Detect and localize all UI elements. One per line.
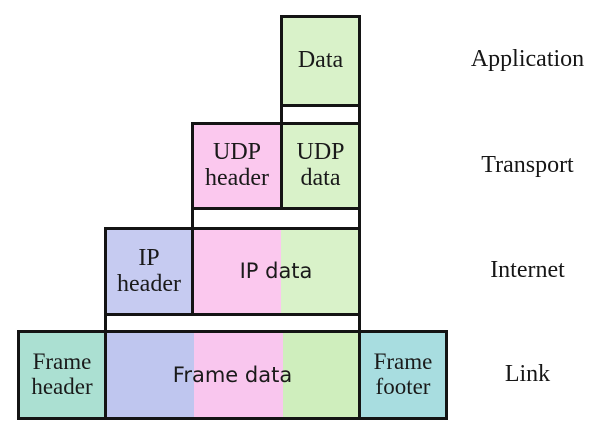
connector-data-to-udp (280, 104, 361, 125)
ip-data-color-segments (194, 230, 358, 313)
connector-ip-to-frame (104, 313, 361, 333)
ip-data-green-segment (280, 230, 358, 313)
frame-data-box: Frame data (104, 330, 361, 420)
ip-data-box: IP data (191, 227, 361, 316)
layer-label-transport: Transport (481, 152, 574, 178)
frame-data-lavender-segment (107, 333, 194, 417)
layer-label-link: Link (504, 361, 551, 387)
data-box-label: Data (297, 47, 344, 74)
frame-data-green-segment (282, 333, 358, 417)
ip-data-label: IP data (239, 259, 313, 284)
layer-label-internet: Internet (490, 257, 565, 283)
layer-label-application: Application (470, 46, 585, 72)
frame-data-label: Frame data (172, 362, 293, 387)
frame-data-color-segments (107, 333, 358, 417)
ip-data-pink-segment (194, 230, 281, 313)
connector-udp-to-ip (191, 207, 361, 230)
data-box: Data (280, 15, 361, 107)
frame-data-pink-segment (193, 333, 283, 417)
